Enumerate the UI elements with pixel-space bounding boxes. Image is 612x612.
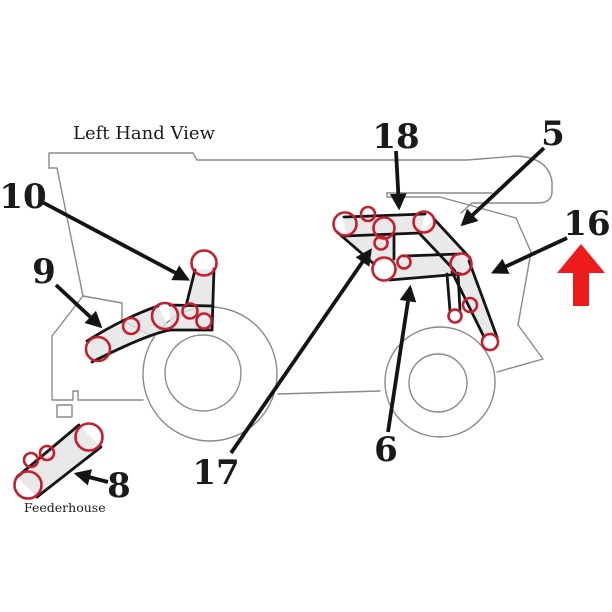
callout-5-arrow (460, 146, 546, 227)
pulley-circle (359, 205, 377, 223)
underbody-line (277, 390, 381, 395)
callout-16-arrow (490, 236, 568, 274)
pulley-group-9 (84, 301, 213, 363)
pulley-circle (22, 451, 40, 469)
pulley-circle (461, 296, 479, 314)
pulley-circle (195, 312, 213, 330)
rear-wheel-outer (384, 326, 496, 438)
pulley-group-8-feederhouse (13, 422, 104, 500)
pulley-circle (371, 256, 397, 282)
callout-6-arrow (386, 284, 417, 433)
belt-tensioner-drop (445, 271, 462, 313)
belt-front-lower (90, 328, 214, 364)
front-slope-outline (48, 167, 144, 401)
pulley-circle (396, 254, 412, 270)
pulley-group-10 (190, 249, 218, 277)
pulley-circle (190, 249, 218, 277)
pulley-circle (447, 308, 463, 324)
callout-6-label: 6 (374, 430, 398, 470)
pulley-circle (412, 210, 436, 234)
callout-16-label: 16 (563, 204, 610, 244)
pulley-circle (13, 470, 43, 500)
callout-9-label: 9 (32, 252, 56, 292)
callout-18-arrow (389, 150, 407, 211)
front-wheel-inner (164, 334, 242, 412)
pulley-circle (38, 444, 56, 462)
feederhouse-caption: Feederhouse (24, 500, 106, 515)
belt-lower-run (388, 252, 463, 282)
callout-10-arrow (41, 200, 190, 281)
pulley-circle (373, 235, 389, 251)
callout-17-arrow (229, 248, 372, 455)
pulley-circle (449, 252, 473, 276)
callout-9-arrow (54, 283, 103, 329)
pulley-circle (74, 422, 104, 452)
belt-front-tangent (168, 303, 215, 308)
feeder-bracket (56, 404, 73, 418)
diagram-title: Left Hand View (73, 123, 216, 144)
labels: Left Hand View Feederhouse 10 9 8 17 6 1… (0, 114, 611, 515)
callout-arrows (41, 146, 568, 486)
belt-right-diagonal (418, 217, 472, 273)
callout-8-arrow (73, 469, 109, 486)
pulley-circle (150, 301, 180, 331)
pulley-group-center (332, 205, 500, 352)
belts (15, 212, 499, 499)
rear-wheel-inner (408, 353, 468, 413)
pulley-circle (181, 302, 199, 320)
pulley-circle (84, 335, 112, 363)
callout-5-label: 5 (541, 114, 565, 154)
red-up-arrow-icon (557, 244, 605, 306)
callout-18-label: 18 (372, 117, 419, 157)
pulley-circle (332, 211, 358, 237)
callout-8-label: 8 (107, 466, 131, 506)
roof-and-cab-outline (48, 152, 553, 214)
pulley-circle (121, 316, 141, 336)
callout-17-label: 17 (192, 453, 239, 493)
callout-10-label: 10 (0, 177, 47, 217)
pulley-circle (480, 332, 500, 352)
belt-top-run (342, 212, 427, 238)
belt-feederhouse (15, 423, 103, 499)
